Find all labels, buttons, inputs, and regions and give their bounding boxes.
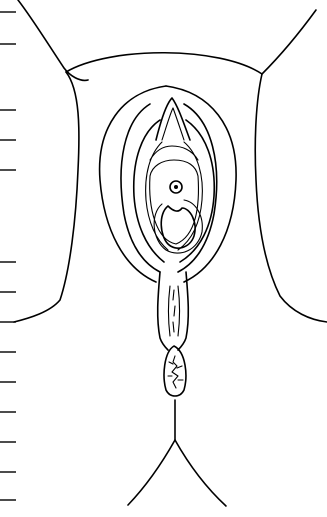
right-buttock-contour [175,440,226,506]
labia-majora-inner-left [121,104,160,272]
perineal-raphe-center [173,290,175,332]
perineum-left [158,272,168,350]
lower-contours [128,400,226,506]
labia-majora [100,86,237,282]
perineum [158,272,189,350]
vestibule-rim [150,160,199,244]
mons-top-arc [66,53,262,74]
labia-majora-left [100,86,166,282]
anus [164,346,186,396]
perineal-raphe-left [169,286,171,336]
perineal-raphe-right [178,286,180,336]
left-buttock-contour [128,440,175,505]
urethral-opening [170,181,182,193]
labia-minora-right [180,120,214,262]
labia-majora-right [166,86,236,282]
vaginal-introitus [161,206,195,248]
clitoral-hood-inner [162,108,184,140]
vaginal-opening [154,200,202,253]
label-leader-lines [0,12,16,500]
left-thigh-contour [14,72,79,322]
labia-minora-left-inner [146,142,168,250]
right-thigh-contour [255,74,327,322]
anal-outline [164,346,186,396]
urethral-meatus [174,185,178,189]
outer-contours [14,0,327,322]
vestibule-fold-right [172,146,198,160]
left-upper-contour [18,0,88,80]
right-upper-contour [262,10,316,74]
anal-folds [168,356,183,388]
